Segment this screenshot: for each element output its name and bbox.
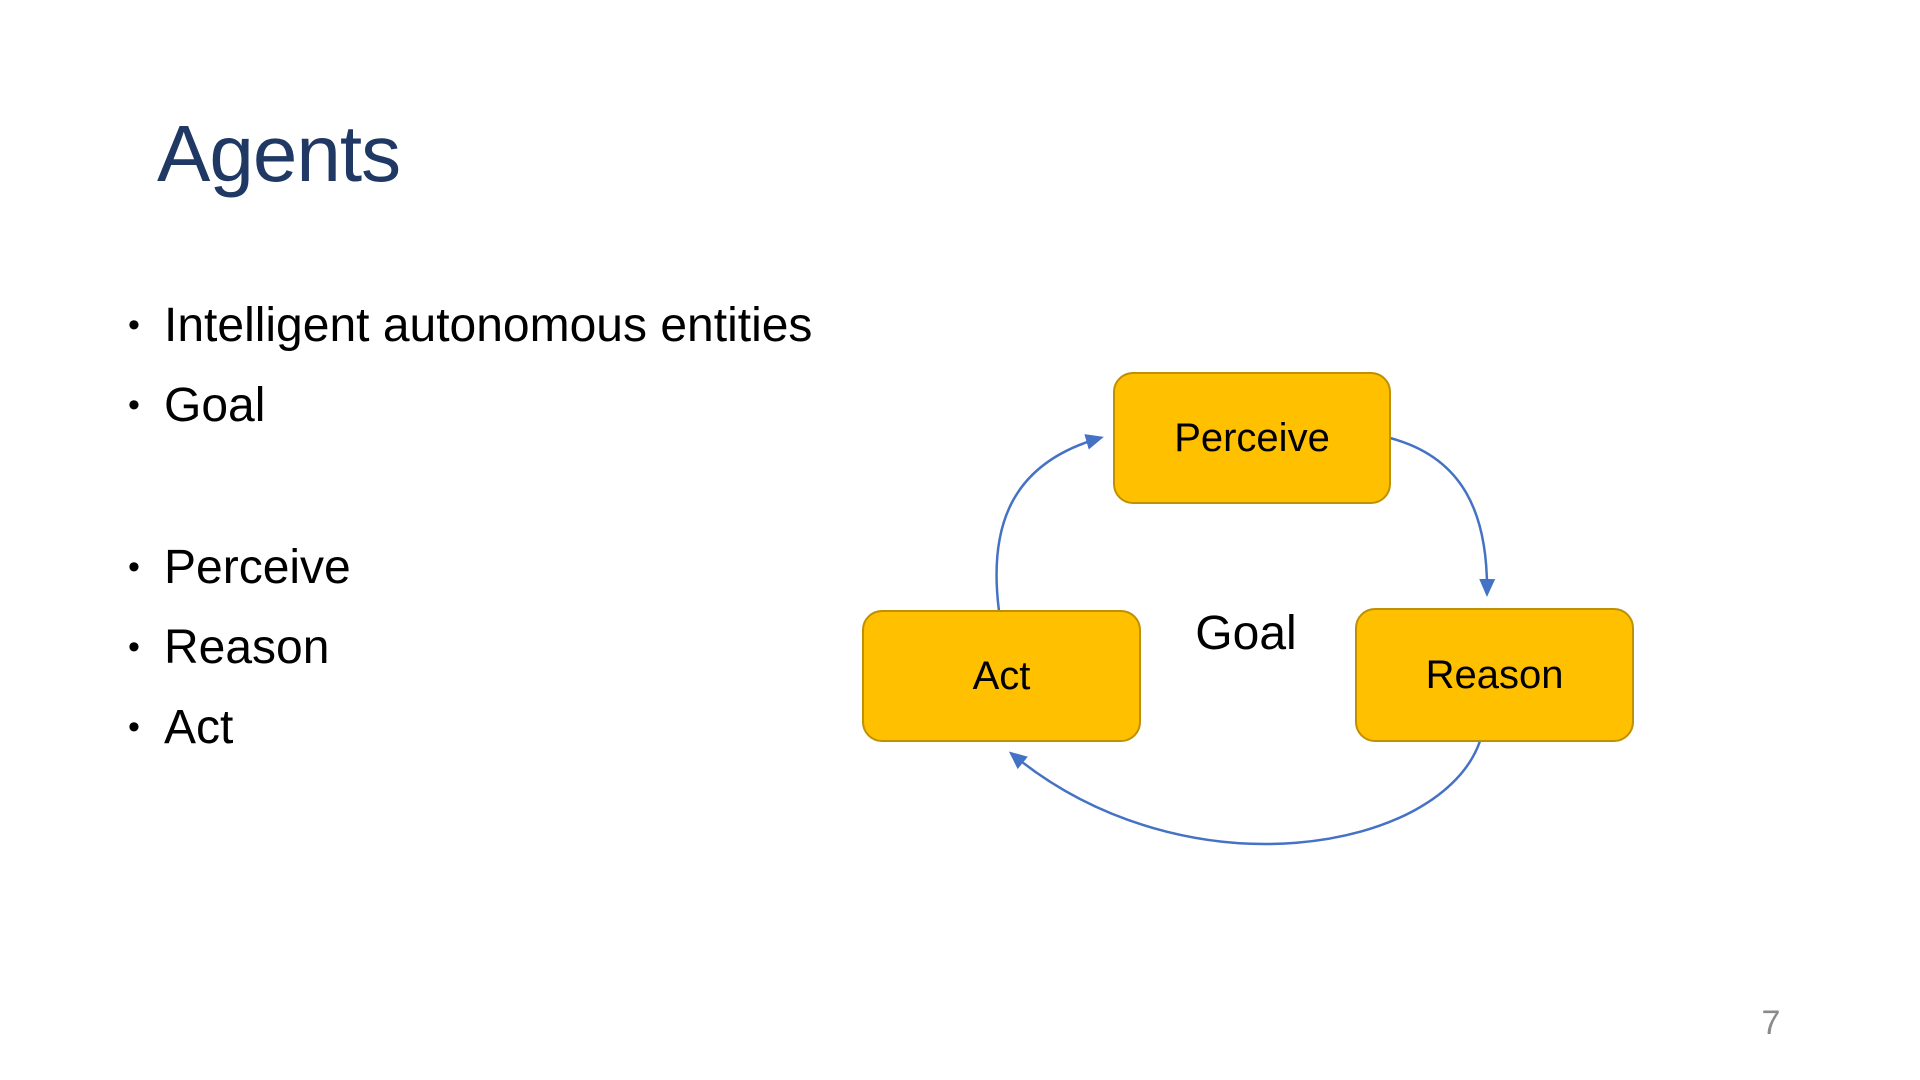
node-perceive: Perceive [1113, 372, 1391, 504]
bullet-text: Reason [164, 620, 330, 674]
bullet-item: • Intelligent autonomous entities [128, 285, 812, 365]
arrow-act-to-perceive [995, 434, 1104, 612]
diagram-center-label: Goal [1195, 607, 1297, 660]
bullet-marker-icon: • [128, 547, 140, 586]
node-perceive-label: Perceive [1174, 415, 1330, 460]
node-act-label: Act [972, 653, 1031, 698]
bullet-text: Goal [164, 378, 266, 432]
bullet-text: Act [164, 700, 234, 754]
page-number: 7 [1761, 1004, 1781, 1042]
bullet-marker-icon: • [128, 305, 140, 344]
bullet-item: • Perceive [128, 527, 812, 607]
bullet-text: Intelligent autonomous entities [164, 298, 813, 352]
node-reason-label: Reason [1425, 652, 1564, 697]
slide-title: Agents [157, 109, 401, 198]
bullet-item: • Act [128, 687, 812, 767]
bullet-text: Perceive [164, 540, 351, 594]
bullet-marker-icon: • [128, 707, 140, 746]
arrow-reason-to-act [1008, 740, 1482, 846]
arrow-perceive-to-reason [1389, 436, 1496, 597]
bullet-item: • Goal [128, 365, 812, 445]
bullet-item: • Reason [128, 607, 812, 687]
bullet-marker-icon: • [128, 627, 140, 666]
node-act: Act [862, 610, 1141, 742]
bullet-marker-icon: • [128, 385, 140, 424]
bullet-list: • Intelligent autonomous entities • Goal… [128, 285, 812, 767]
node-reason: Reason [1355, 608, 1634, 742]
